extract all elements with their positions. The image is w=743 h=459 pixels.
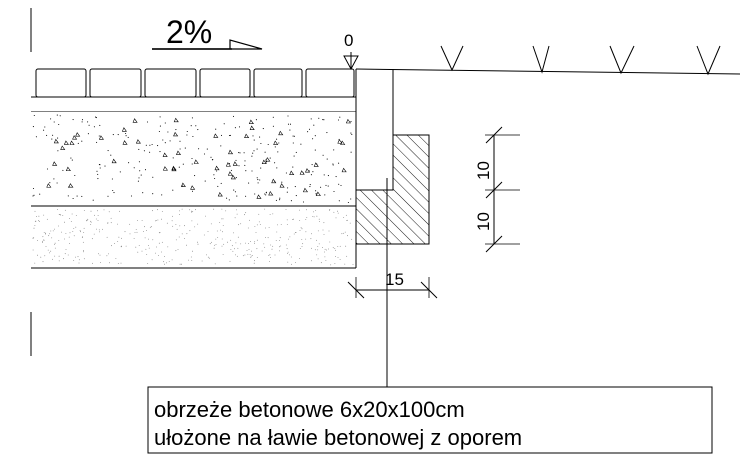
level-label: 0 [344,31,353,50]
ground-surface [355,45,741,135]
aggregate-pattern [32,114,353,204]
callout-box: obrzeże betonowe 6x20x100cm ułożone na ł… [147,386,713,454]
vertical-dimension: 10 10 [474,126,520,253]
slope-indicator: 2% [152,14,263,50]
callout-line-2: ułożone na ławie betonowej z oporem [154,425,522,450]
dimension-lower: 10 [474,212,493,231]
grass-symbols [440,45,721,76]
horizontal-dimension: 15 [347,270,438,299]
paving-blocks [35,68,355,98]
subbase-layer [31,208,356,269]
bedding-layer [31,96,356,113]
subbase-pattern [32,208,354,266]
aggregate-base-layer [31,112,356,207]
level-marker: 0 [343,31,359,71]
dimension-upper: 10 [474,161,493,180]
dimension-width: 15 [385,270,404,289]
slope-label: 2% [166,14,212,50]
callout-line-1: obrzeże betonowe 6x20x100cm [154,397,465,422]
